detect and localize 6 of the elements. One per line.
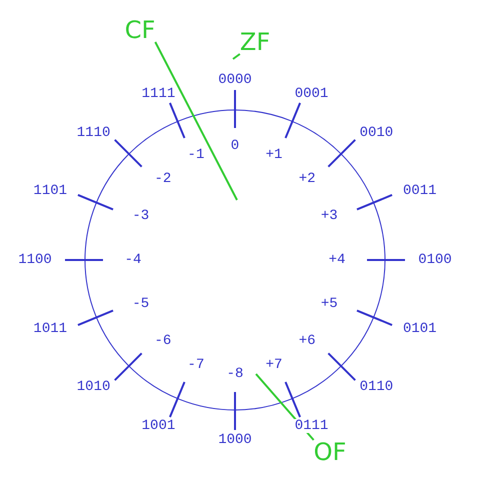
- binary-code: 0111: [294, 419, 330, 434]
- flag-label: OF: [314, 440, 346, 464]
- flag-label: CF: [124, 18, 156, 42]
- leader-line: [154, 42, 238, 200]
- flag-label: ZF: [240, 30, 270, 54]
- leader-line: [232, 53, 240, 60]
